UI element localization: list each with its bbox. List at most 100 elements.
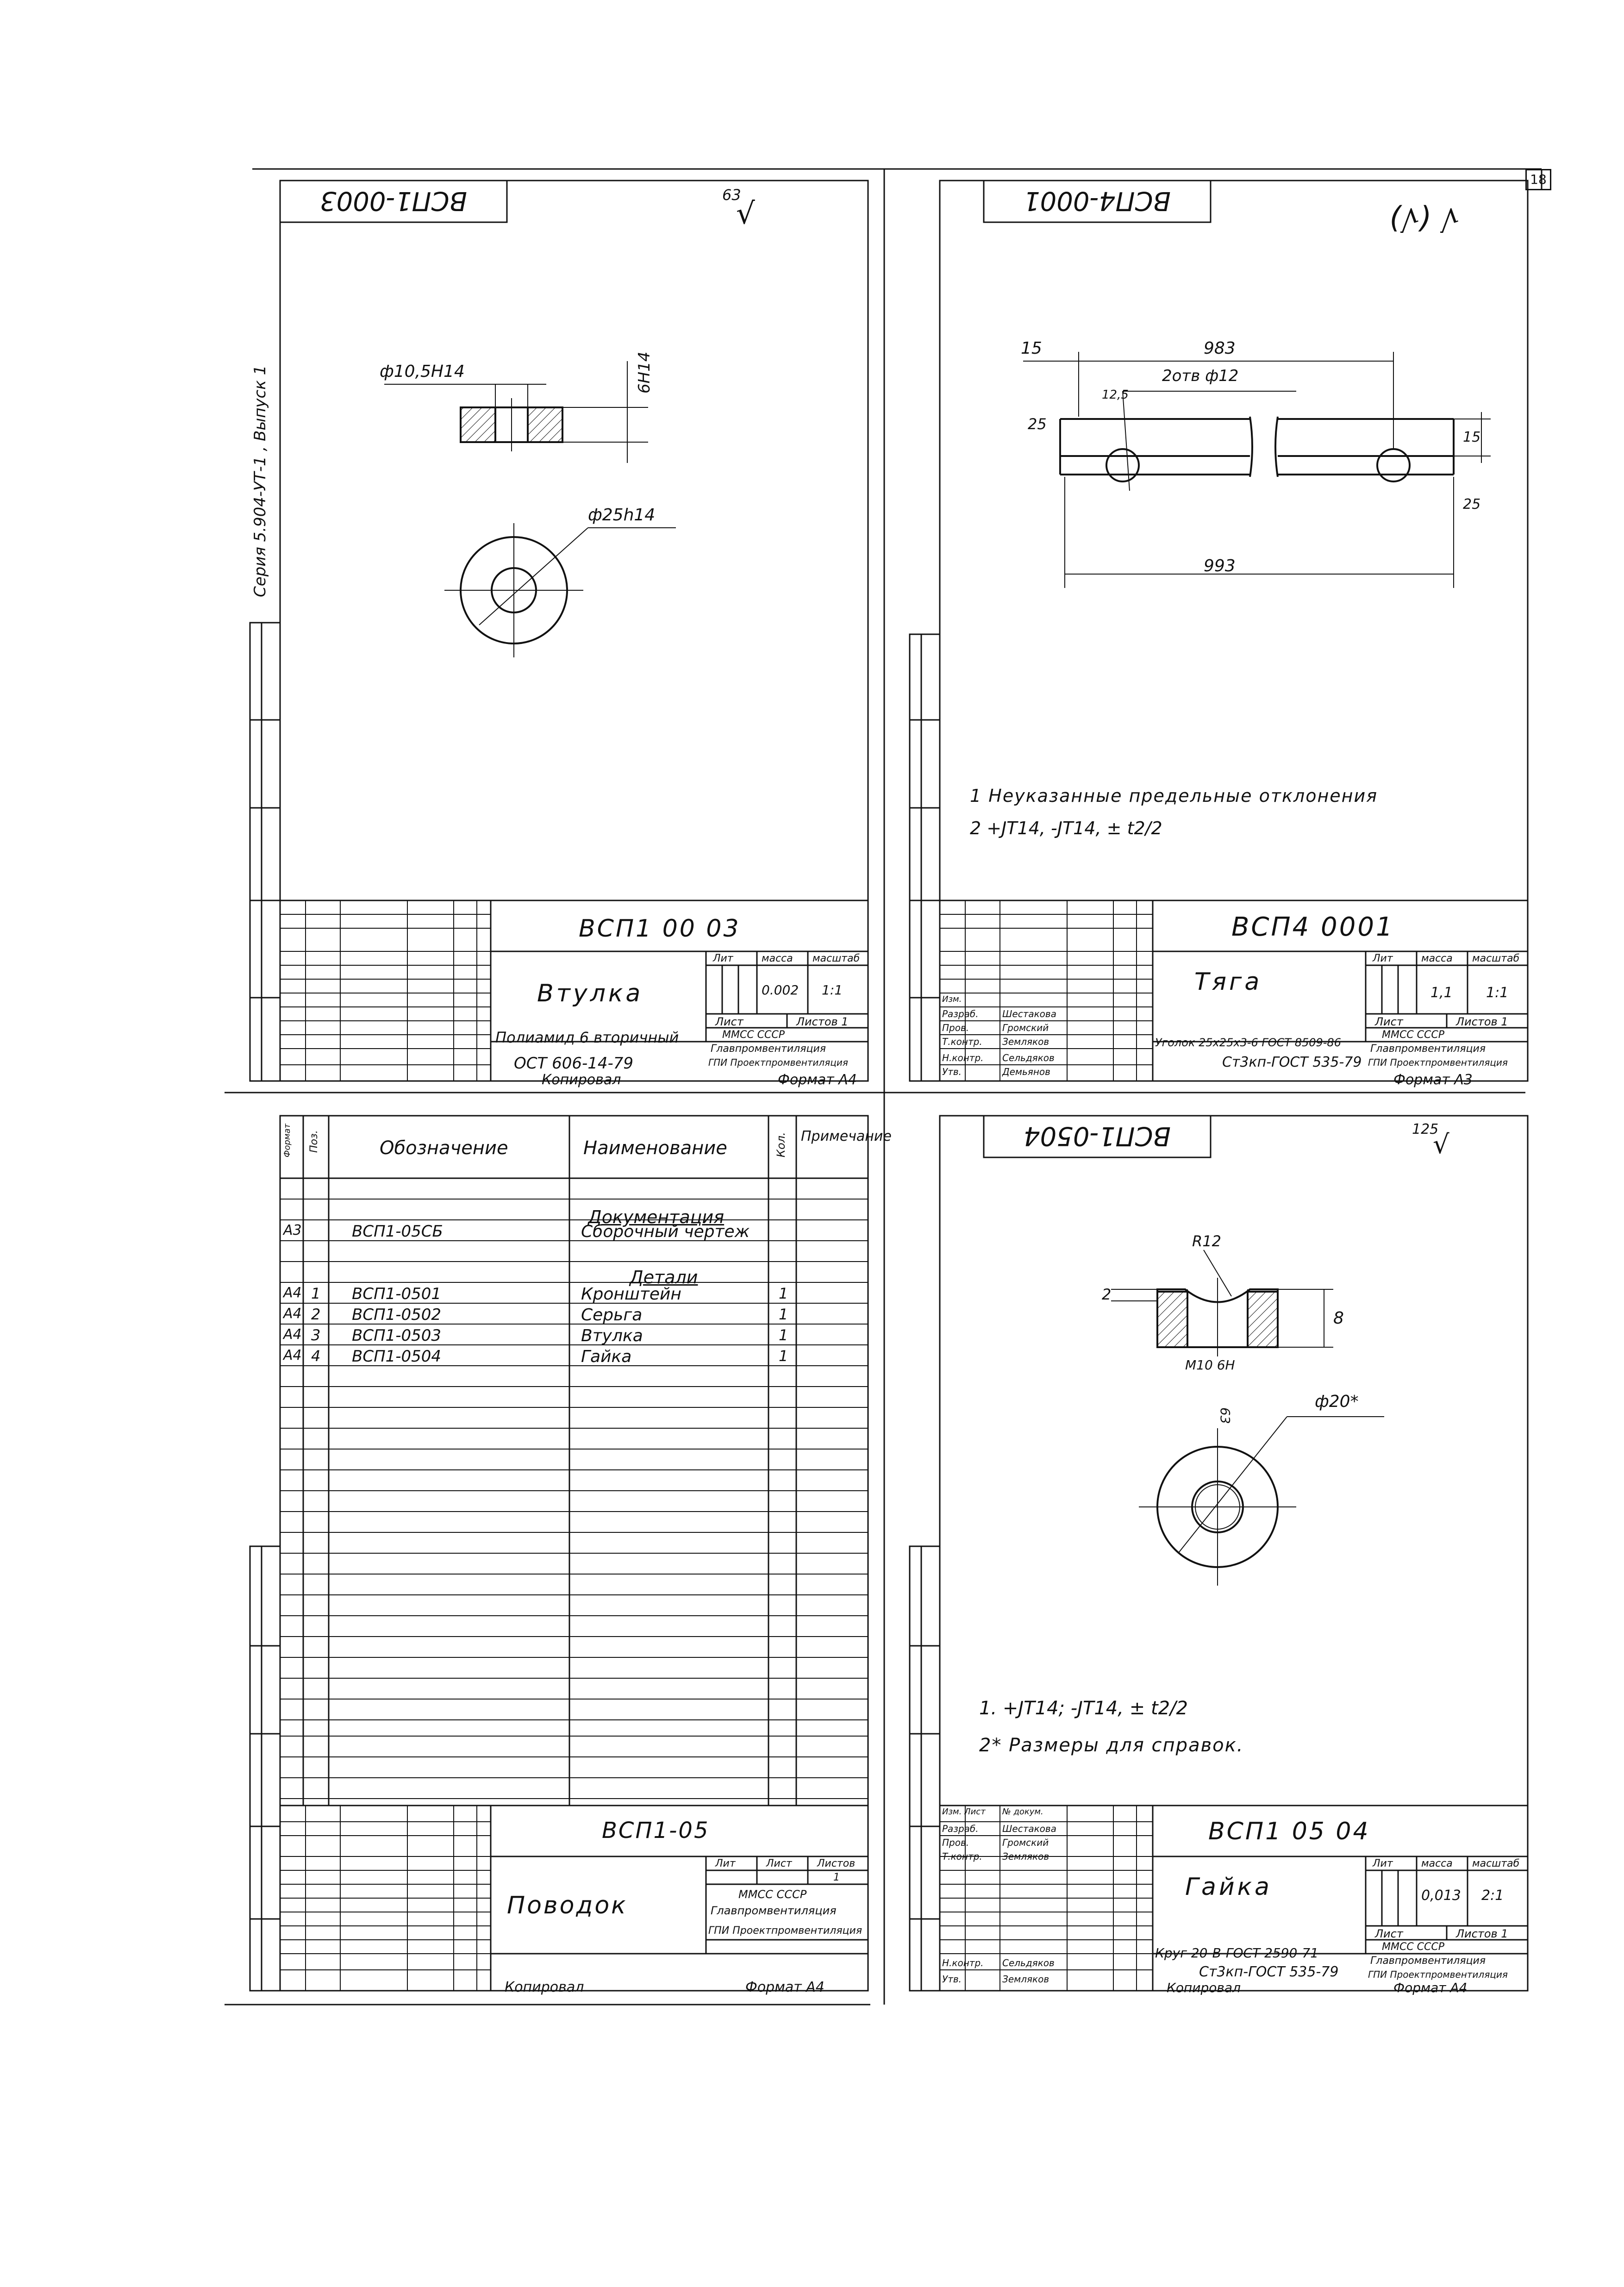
spec-row-name: Втулка bbox=[581, 1326, 643, 1345]
br-dim-thread: М10 6Н bbox=[1185, 1357, 1235, 1373]
tr-scale: 1:1 bbox=[1486, 985, 1509, 1001]
spec-header-pos: Поз. bbox=[308, 1130, 320, 1153]
br-list-header: Лист bbox=[1375, 1927, 1403, 1940]
spec-header-format: Формат bbox=[282, 1123, 292, 1157]
br-name-3: Земляков bbox=[1002, 1851, 1049, 1862]
spec-header-name: Наименование bbox=[583, 1137, 727, 1159]
br-org-3: ГПИ Проектпромвентиляция bbox=[1368, 1969, 1508, 1980]
bl-lists-val: 1 bbox=[833, 1872, 840, 1883]
br-name: Гайка bbox=[1185, 1873, 1272, 1901]
tr-org-3: ГПИ Проектпромвентиляция bbox=[1368, 1057, 1508, 1068]
br-name-0: № докум. bbox=[1002, 1807, 1043, 1817]
tr-dim-993: 993 bbox=[1204, 556, 1236, 575]
br-title-code: ВСП1 05 04 bbox=[1208, 1818, 1370, 1845]
tr-dim-15: 15 bbox=[1021, 339, 1042, 358]
br-scale: 2:1 bbox=[1481, 1887, 1504, 1904]
spec-row-name: Сборочный чертеж bbox=[581, 1222, 750, 1241]
tr-dim-25b: 25 bbox=[1463, 496, 1481, 512]
tr-mass-header: масса bbox=[1421, 953, 1453, 964]
spec-row-format: А4 bbox=[283, 1285, 302, 1301]
spec-header-qty: Кол. bbox=[775, 1132, 787, 1157]
bl-list-header: Лист bbox=[766, 1858, 792, 1869]
spec-row-name: Серьга bbox=[581, 1306, 643, 1325]
spec-row-format: А3 bbox=[283, 1222, 302, 1238]
spec-row-pos: 2 bbox=[311, 1306, 321, 1323]
bl-lit-header: Лит bbox=[715, 1858, 736, 1869]
bushing-section-drawing bbox=[384, 361, 648, 463]
nut-section-drawing bbox=[1111, 1250, 1333, 1356]
tl-dim-inner: ф10,5Н14 bbox=[380, 362, 465, 381]
br-dim-63: 63 bbox=[1218, 1407, 1233, 1424]
page-number: 18 bbox=[1525, 169, 1551, 190]
tr-dim-25: 25 bbox=[1028, 415, 1047, 433]
spec-row-qty: 1 bbox=[779, 1347, 788, 1365]
tr-name-3: Земляков bbox=[1002, 1036, 1049, 1047]
tr-dim-983: 983 bbox=[1204, 339, 1236, 358]
spec-row-code: ВСП1-05СБ bbox=[352, 1222, 443, 1241]
tl-material-1: Полиамид 6 вторичный bbox=[495, 1029, 679, 1046]
br-lists-header: Листов 1 bbox=[1456, 1927, 1508, 1940]
spec-row-pos: 4 bbox=[311, 1347, 321, 1365]
tr-name: Тяга bbox=[1194, 968, 1262, 996]
tr-format: Формат А3 bbox=[1393, 1072, 1473, 1088]
br-dim-outer: ф20* bbox=[1315, 1392, 1359, 1411]
tr-roughness-note: √ (√) bbox=[1389, 201, 1459, 236]
br-mass: 0,013 bbox=[1421, 1887, 1461, 1904]
tr-mass: 1,1 bbox=[1430, 985, 1453, 1001]
spec-row-pos: 1 bbox=[311, 1285, 321, 1302]
tr-org-1: ММСС СССР bbox=[1382, 1029, 1445, 1041]
br-role-5: Утв. bbox=[942, 1974, 962, 1985]
tl-org-1: ММСС СССР bbox=[722, 1029, 785, 1041]
bl-org-1: ММСС СССР bbox=[738, 1888, 807, 1901]
spec-row-code: ВСП1-0502 bbox=[352, 1306, 442, 1324]
spec-row-qty: 1 bbox=[779, 1326, 788, 1344]
br-name-5: Земляков bbox=[1002, 1974, 1049, 1985]
tr-role-2: Пров. bbox=[942, 1022, 969, 1033]
nut-front-view bbox=[1139, 1416, 1384, 1586]
spec-section-docs: Документация bbox=[588, 1207, 725, 1227]
spec-row-code: ВСП1-0501 bbox=[352, 1285, 442, 1303]
tr-rotated-code: ВСП4-0001 bbox=[1024, 186, 1171, 216]
tl-title-code: ВСП1 00 03 bbox=[579, 915, 741, 943]
br-mass-header: масса bbox=[1421, 1858, 1453, 1869]
tl-rotated-code: ВСП1-0003 bbox=[320, 186, 467, 216]
tl-mass: 0.002 bbox=[762, 982, 799, 998]
br-note-2: 2* Размеры для справок. bbox=[979, 1735, 1244, 1756]
tr-name-4: Сельдяков bbox=[1002, 1052, 1055, 1063]
spec-row-pos: 3 bbox=[311, 1326, 321, 1344]
rod-drawing bbox=[1023, 352, 1491, 588]
br-name-4: Сельдяков bbox=[1002, 1957, 1055, 1968]
bl-copied: Копировал bbox=[505, 1979, 584, 1995]
tr-material-1: Уголок 25х25х3-6 ГОСТ 8509-86 bbox=[1155, 1036, 1341, 1049]
spec-row-code: ВСП1-0503 bbox=[352, 1326, 442, 1345]
tr-name-5: Демьянов bbox=[1002, 1066, 1050, 1077]
spec-header-note: Примечание bbox=[801, 1128, 892, 1144]
tl-scale-header: масштаб bbox=[812, 953, 860, 964]
tl-lit-header: Лит bbox=[713, 953, 733, 964]
tl-mass-header: масса bbox=[762, 953, 793, 964]
br-org-2: Главпромвентиляция bbox=[1370, 1955, 1486, 1967]
br-check-icon: √ bbox=[1433, 1130, 1449, 1160]
tr-scale-header: масштаб bbox=[1472, 953, 1520, 964]
tr-dim-15b: 15 bbox=[1463, 429, 1481, 445]
br-copied: Копировал bbox=[1167, 1980, 1241, 1995]
tr-note-2: 2 +JT14, -JT14, ± t2/2 bbox=[970, 818, 1162, 838]
br-role-2: Пров. bbox=[942, 1837, 969, 1848]
spec-header-code: Обозначение bbox=[380, 1137, 508, 1159]
tr-lists-header: Листов 1 bbox=[1456, 1015, 1508, 1028]
br-role-3: Т.контр. bbox=[942, 1851, 982, 1862]
br-material-1: Круг 20-В-ГОСТ 2590-71 bbox=[1155, 1945, 1319, 1961]
br-scale-header: масштаб bbox=[1472, 1858, 1520, 1869]
tl-dim-outer: ф25h14 bbox=[588, 506, 656, 525]
tr-note-1: 1 Неуказанные предельные отклонения bbox=[970, 786, 1378, 806]
tr-role-4: Н.контр. bbox=[942, 1052, 984, 1063]
tr-role-3: Т.контр. bbox=[942, 1036, 982, 1047]
br-org-1: ММСС СССР bbox=[1382, 1941, 1445, 1953]
roughness-check-icon: √ bbox=[736, 197, 755, 231]
tr-role-1: Разраб. bbox=[942, 1008, 979, 1019]
tl-dim-thickness: 6Н14 bbox=[635, 351, 654, 394]
tr-name-1: Шестакова bbox=[1002, 1008, 1056, 1019]
br-material-2: Ст3кп-ГОСТ 535-79 bbox=[1199, 1964, 1339, 1980]
br-lit-header: Лит bbox=[1373, 1858, 1393, 1869]
spec-row-name: Гайка bbox=[581, 1347, 632, 1366]
